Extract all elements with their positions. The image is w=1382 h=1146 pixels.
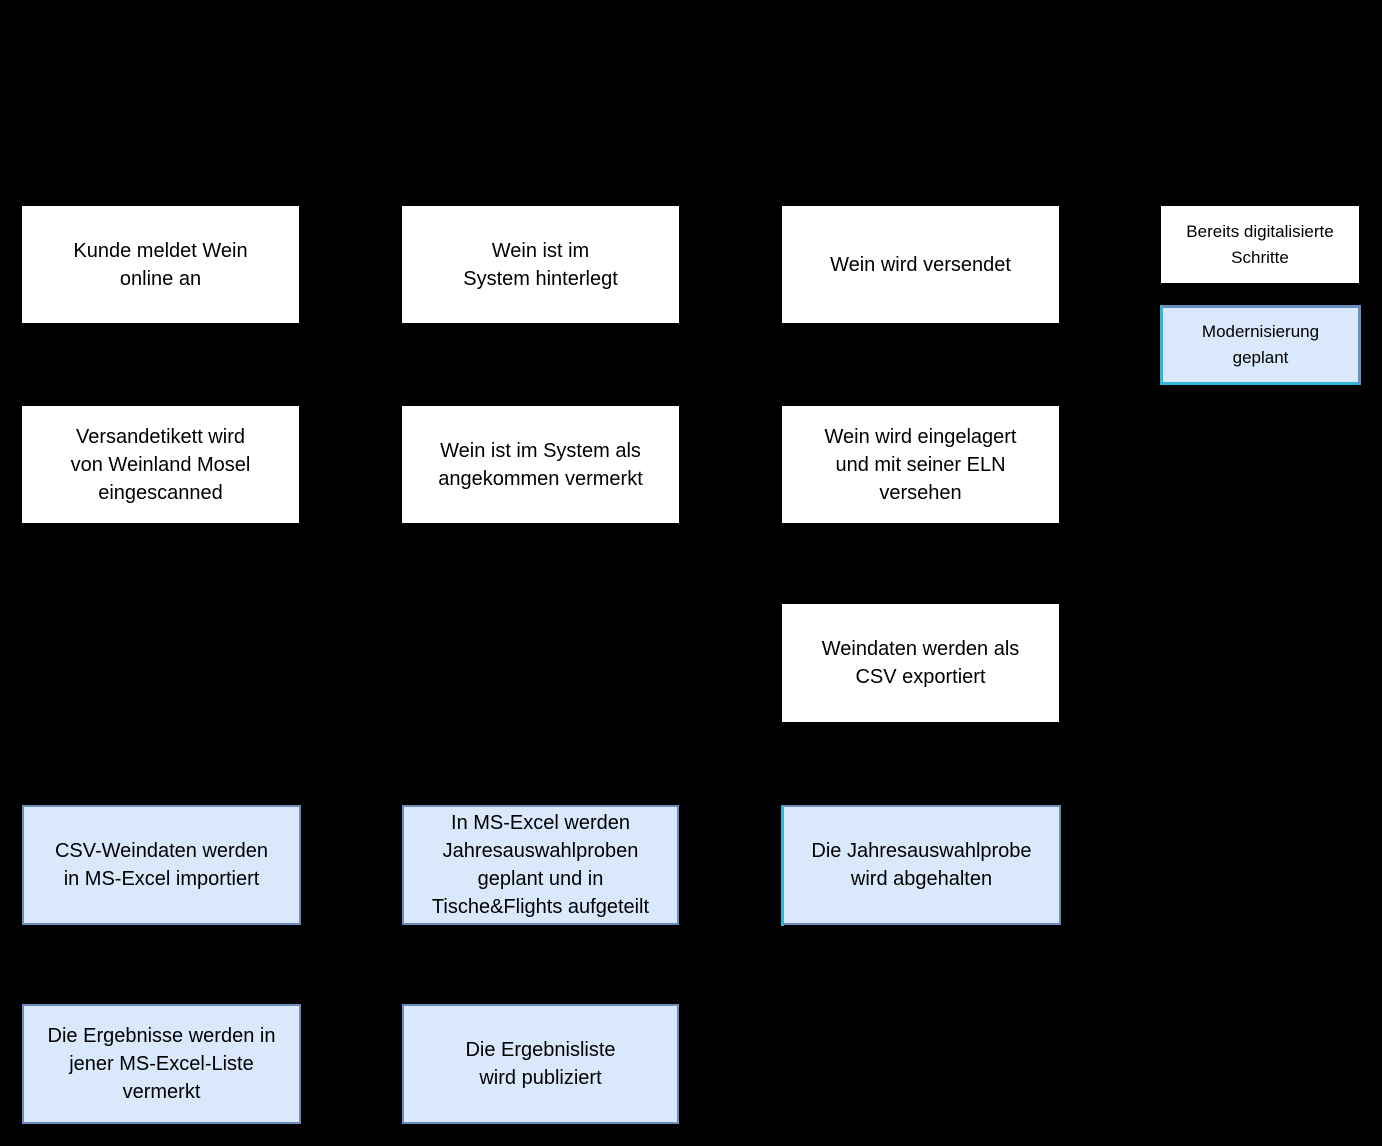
node-jahresauswahlprobe-abgehalten[interactable]: Die Jahresauswahlprobe wird abgehalten: [781, 805, 1061, 926]
node-label: Die Jahresauswahlprobe wird abgehalten: [811, 840, 1032, 890]
node-label: Die Ergebnisse werden in jener MS-Excel-…: [47, 1025, 276, 1103]
node-wein-angekommen-vermerkt[interactable]: Wein ist im System als angekommen vermer…: [402, 406, 679, 523]
node-excel-jahresauswahlproben-planung[interactable]: In MS-Excel werden Jahresauswahlproben g…: [402, 805, 679, 925]
node-label: Versandetikett wird von Weinland Mosel e…: [70, 425, 251, 504]
node-label: CSV-Weindaten werden in MS-Excel importi…: [54, 840, 269, 890]
node-label: Kunde meldet Wein online an: [73, 239, 248, 290]
node-csv-excel-import[interactable]: CSV-Weindaten werden in MS-Excel importi…: [22, 805, 301, 925]
selection-guide-left: [1160, 306, 1163, 385]
node-ergebnisliste-publiziert[interactable]: Die Ergebnisliste wird publiziert: [402, 1004, 679, 1124]
selection-guide-left: [781, 805, 784, 926]
node-label: Die Ergebnisliste wird publiziert: [465, 1039, 616, 1089]
node-weindaten-csv-export[interactable]: Weindaten werden als CSV exportiert: [782, 604, 1059, 722]
legend-bereits-digitalisierte-schritte[interactable]: Bereits digitalisierte Schritte: [1161, 206, 1359, 283]
node-wein-eingelagert-eln[interactable]: Wein wird eingelagert und mit seiner ELN…: [782, 406, 1059, 523]
selection-guide-bottom: [1160, 382, 1358, 385]
node-label: In MS-Excel werden Jahresauswahlproben g…: [431, 812, 650, 918]
node-versandetikett-eingescanned[interactable]: Versandetikett wird von Weinland Mosel e…: [22, 406, 299, 523]
node-kunde-meldet-wein[interactable]: Kunde meldet Wein online an: [22, 206, 299, 323]
node-label: Weindaten werden als CSV exportiert: [821, 638, 1020, 688]
node-wein-wird-versendet[interactable]: Wein wird versendet: [782, 206, 1059, 323]
legend-modernisierung-geplant[interactable]: Modernisierung geplant: [1160, 305, 1361, 385]
node-label: Bereits digitalisierte Schritte: [1186, 221, 1334, 267]
node-wein-im-system-hinterlegt[interactable]: Wein ist im System hinterlegt: [402, 206, 679, 323]
node-label: Wein ist im System hinterlegt: [463, 239, 618, 290]
node-label: Wein wird versendet: [830, 253, 1011, 276]
node-label: Wein ist im System als angekommen vermer…: [438, 439, 643, 490]
node-label: Wein wird eingelagert und mit seiner ELN…: [824, 425, 1017, 504]
node-ergebnisse-excel-vermerkt[interactable]: Die Ergebnisse werden in jener MS-Excel-…: [22, 1004, 301, 1124]
node-label: Modernisierung geplant: [1201, 322, 1320, 367]
